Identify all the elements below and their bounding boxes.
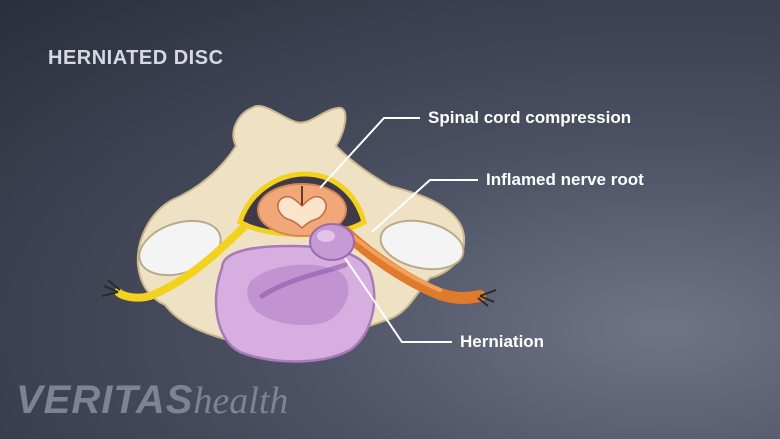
label-spinal-cord-compression: Spinal cord compression [428,108,632,127]
inflamed-nerve-root [339,226,486,304]
label-herniation: Herniation [460,332,545,351]
leader-line-spinal-cord [319,117,420,189]
herniation-body [309,223,355,261]
logo-brand: VERITAS [16,378,194,422]
label-inflamed-nerve-root: Inflamed nerve root [486,170,644,189]
disc-nucleus-streak [259,262,348,299]
logo-suffix: health [193,380,289,422]
left-nerve-root [114,222,249,302]
left-nerve-end [101,279,121,297]
right-facet-joint [379,219,465,271]
veritas-health-logo: VERITAShealth [16,378,288,422]
herniation-highlight [317,230,335,242]
leader-line-nerve-root [371,179,478,233]
diagram-title: HERNIATED DISC [48,47,224,69]
spinal-cord-gray-matter [277,195,327,230]
intervertebral-disc [214,244,376,363]
leader-line-herniation [344,257,452,343]
herniation-bulge [309,223,355,261]
disc-nucleus [247,264,349,326]
right-nerve-end [477,289,497,307]
spinal-cord [257,183,347,237]
